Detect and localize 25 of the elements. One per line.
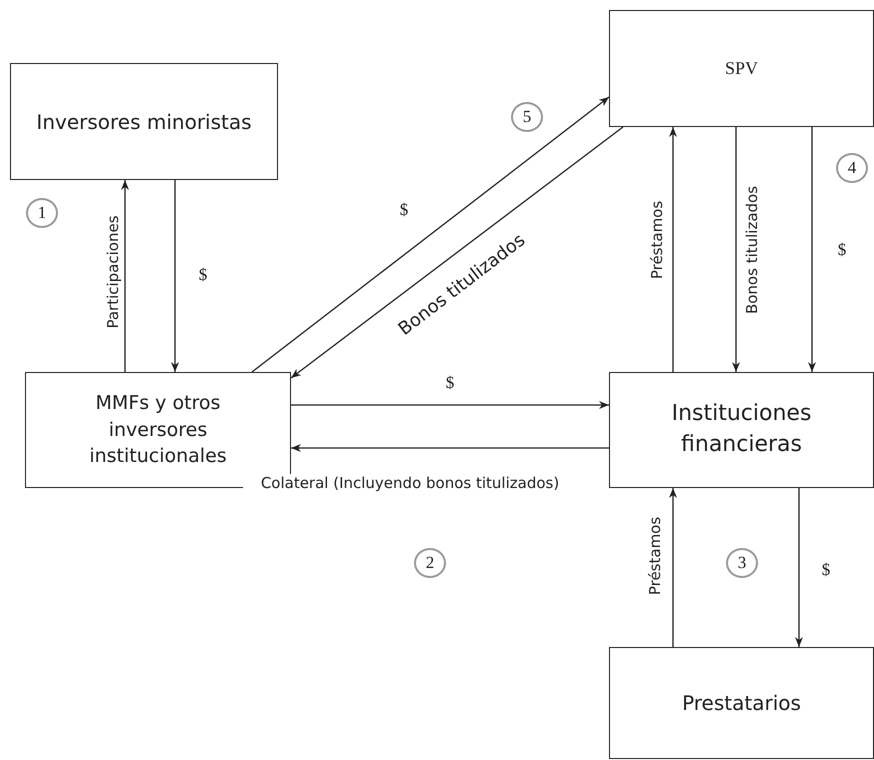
- arrow: [252, 96, 610, 373]
- arrow: [121, 180, 129, 372]
- callout-number: 2: [414, 548, 446, 578]
- node-label: SPV: [724, 56, 758, 80]
- arrow: [732, 127, 740, 372]
- callout-number: 4: [836, 153, 868, 183]
- callout-number: 3: [726, 548, 758, 578]
- arrow: [669, 127, 677, 372]
- node-label: MMFs y otros inversores institucionales: [88, 391, 228, 470]
- node-label: Inversores minoristas: [36, 108, 252, 136]
- entity-box: [609, 647, 874, 759]
- arrow: [795, 488, 803, 647]
- entity-box: [609, 10, 874, 127]
- arrow: [171, 180, 179, 372]
- arrow: [669, 488, 677, 647]
- callout-number: 1: [26, 198, 58, 228]
- entity-box: [609, 372, 874, 488]
- node-label: Instituciones financieras: [670, 400, 812, 459]
- arrow: [290, 126, 624, 379]
- callout-number: 5: [511, 102, 543, 132]
- arrow: [291, 401, 609, 409]
- entity-box: [10, 63, 278, 180]
- node-label: Prestatarios: [682, 690, 801, 717]
- arrow: [291, 444, 609, 452]
- arrow: [808, 127, 816, 372]
